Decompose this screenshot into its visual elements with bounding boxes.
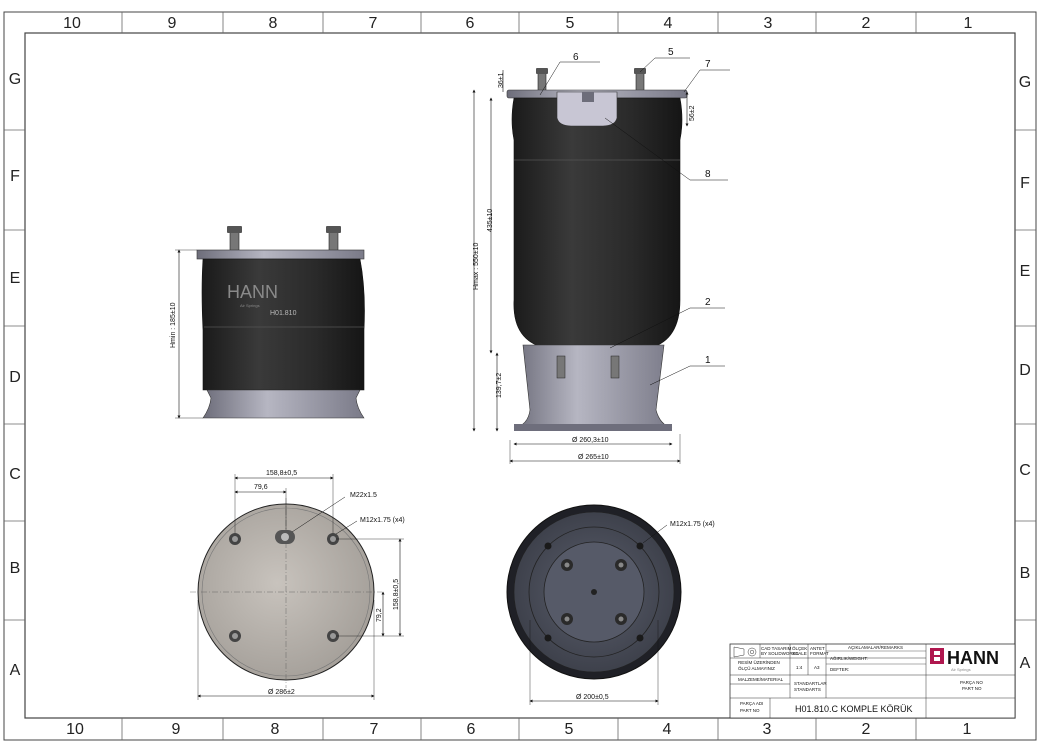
grid-row-label: F — [1020, 175, 1030, 192]
grid-col-label: 8 — [269, 15, 278, 32]
grid-col-label: 4 — [663, 721, 672, 738]
grid-col-label: 3 — [764, 15, 773, 32]
dim-435: 435±10 — [487, 209, 494, 232]
grid-row-label: C — [9, 466, 21, 483]
grid-col-label: 7 — [369, 15, 378, 32]
tb-weight: AĞIRLIK/WEIGHT: — [830, 655, 868, 661]
callout-8: 8 — [705, 169, 711, 180]
dim-hmin: Hmin : 185±10 — [170, 302, 177, 348]
logo-text: HANN — [947, 648, 999, 668]
tb-format-value: A3 — [814, 665, 820, 670]
tb-remarks: AÇIKLAMALAR/REMARKS — [848, 645, 903, 650]
tb-part-name-tr: PARÇA ADI — [740, 701, 763, 706]
grid-col-label: 4 — [664, 15, 673, 32]
callout-2: 2 — [705, 297, 711, 308]
tb-cad-l2: BY SOLIDWORKS — [761, 651, 799, 656]
grid-col-label: 6 — [466, 15, 475, 32]
grid-col-label: 10 — [63, 15, 81, 32]
projection-symbol-icon — [733, 646, 757, 658]
front-view-extended: Hmax : 550±10 435±10 139,7±2 36±1 56±2 Ø… — [472, 47, 730, 464]
dim-m12-bottom: M12x1.75 (x4) — [670, 521, 715, 528]
dim-d286: Ø 286±2 — [268, 689, 295, 696]
grid-column-labels-top: 10 9 8 7 6 5 4 3 2 1 — [63, 15, 972, 32]
tb-cad-l1: CAD TASARIM — [761, 646, 792, 651]
callout-6: 6 — [573, 52, 579, 63]
tb-scale-value: 1:4 — [796, 665, 803, 670]
callout-1: 1 — [705, 355, 711, 366]
grid-row-label: G — [9, 71, 21, 88]
grid-row-label: C — [1019, 462, 1031, 479]
tb-note-l1: RESİM ÜZERİNDEN — [738, 659, 780, 665]
grid-row-label: G — [1019, 74, 1031, 91]
dim-top-796: 79,6 — [254, 484, 268, 491]
dim-hmax: Hmax : 550±10 — [473, 242, 480, 290]
dim-m22: M22x1.5 — [350, 492, 377, 499]
grid-row-label: E — [10, 270, 21, 287]
dim-top-1588: 158,8±0,5 — [266, 470, 297, 477]
tb-standard-l1: STANDARTLAR — [794, 681, 827, 686]
grid-row-label: A — [1020, 655, 1031, 672]
grid-col-label: 2 — [862, 721, 871, 738]
grid-col-label: 1 — [963, 721, 972, 738]
grid-row-label: E — [1020, 263, 1031, 280]
dim-36: 36±1 — [498, 72, 505, 88]
tb-note-l2: ÖLÇÜ ALMAYINIZ — [738, 665, 775, 671]
grid-row-labels-left: G F E D C B A — [9, 71, 21, 679]
grid-col-label: 5 — [565, 721, 574, 738]
tb-part-no-en: PART NO — [962, 686, 982, 691]
grid-col-label: 7 — [370, 721, 379, 738]
grid-row-label: B — [10, 560, 21, 577]
tb-format-l1: ANTET — [810, 646, 825, 651]
grid-col-label: 10 — [66, 721, 84, 738]
grid-row-label: A — [10, 662, 21, 679]
tb-material: MALZEME/MATERIAL — [738, 677, 784, 682]
dim-d200: Ø 200±0,5 — [576, 694, 609, 701]
grid-col-label: 6 — [467, 721, 476, 738]
grid-col-label: 3 — [763, 721, 772, 738]
dim-d2603: Ø 260,3±10 — [572, 437, 609, 444]
tb-standard-l2: STANDARTS — [794, 687, 821, 692]
drawing-frame — [3, 11, 1037, 741]
grid-col-label: 8 — [271, 721, 280, 738]
dim-139: 139,7±2 — [496, 373, 503, 398]
grid-row-label: F — [10, 168, 20, 185]
tb-scale-l2: SCALE — [792, 651, 807, 656]
grid-col-label: 5 — [566, 15, 575, 32]
grid-row-label: D — [1019, 362, 1031, 379]
tb-part-name-en: PART NO — [740, 708, 760, 713]
bottom-view: M12x1.75 (x4) Ø 200±0,5 — [506, 504, 715, 705]
body-brand-sub: Air Springs — [240, 303, 260, 308]
callout-5: 5 — [668, 47, 674, 58]
body-code-text: H01.810 — [270, 310, 297, 317]
grid-row-label: D — [9, 369, 21, 386]
callout-7: 7 — [705, 59, 711, 70]
grid-col-label: 9 — [172, 721, 181, 738]
grid-column-labels-bottom: 10 9 8 7 6 5 4 3 2 1 — [66, 721, 971, 738]
tb-part-no-tr: PARÇA NO — [960, 680, 983, 685]
grid-row-labels-right: G F E D C B A — [1019, 74, 1031, 672]
dim-m12-top: M12x1.75 (x4) — [360, 517, 405, 524]
dim-top-792: 79,2 — [376, 608, 383, 622]
tb-edition: DEFTER: — [830, 667, 849, 672]
body-brand-text: HANN — [227, 282, 278, 302]
dim-top-v1588: 158,8±0,5 — [393, 579, 400, 610]
front-view-compressed: HANN Air Springs H01.810 Hmin : 185±10 — [170, 226, 365, 419]
grid-col-label: 2 — [862, 15, 871, 32]
dim-56: 56±2 — [689, 105, 696, 121]
logo-sub-text: Air Springs — [951, 667, 971, 672]
tb-format-l2: FORMAT — [810, 651, 829, 656]
grid-col-label: 9 — [168, 15, 177, 32]
tb-scale-l1: ÖLÇEK — [792, 645, 807, 651]
grid-col-label: 1 — [964, 15, 973, 32]
tb-part-name: H01.810.C KOMPLE KÖRÜK — [795, 704, 913, 714]
top-view: 158,8±0,5 79,6 M22x1.5 M12x1.75 (x4) 158… — [190, 470, 405, 700]
title-block: CAD TASARIM BY SOLIDWORKS ÖLÇEK SCALE AN… — [729, 643, 1016, 719]
grid-row-label: B — [1020, 565, 1031, 582]
dim-d265: Ø 265±10 — [578, 454, 609, 461]
hann-logo: HANN Air Springs — [930, 648, 999, 672]
